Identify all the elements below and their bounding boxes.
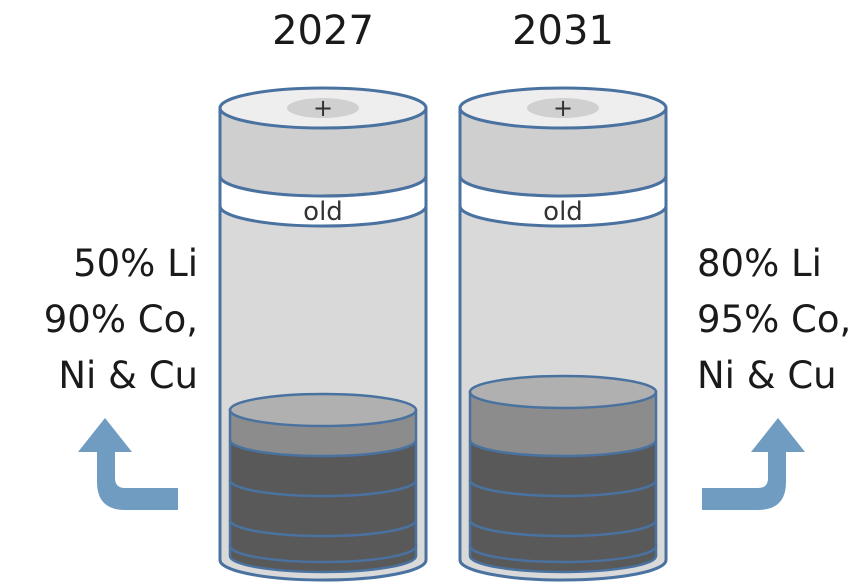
recovery-nickel-copper-2027: Ni & Cu xyxy=(58,354,198,397)
plus-terminal-label: + xyxy=(313,94,333,122)
recovery-rates-2031: 80% Li 95% Co, Ni & Cu xyxy=(697,236,851,404)
year-2031-label: 2031 xyxy=(512,8,614,54)
cell-top xyxy=(228,392,418,428)
plus-terminal-label: + xyxy=(553,94,573,122)
battery-2027: old + xyxy=(218,86,428,582)
left-recovery-arrow-icon xyxy=(78,418,178,510)
recovery-lithium-2027: 50% Li xyxy=(73,242,198,285)
old-band-label: old xyxy=(303,197,343,227)
cell-top xyxy=(468,374,658,410)
cell-stack xyxy=(228,392,418,574)
recovery-nickel-copper-2031: Ni & Cu xyxy=(697,354,837,397)
recovery-cobalt-2027: 90% Co, xyxy=(43,298,198,341)
battery-2031: old + xyxy=(458,86,668,582)
terminal-icon xyxy=(287,98,359,118)
recovery-rates-2027: 50% Li 90% Co, Ni & Cu xyxy=(44,236,198,404)
cell-layer-top xyxy=(468,390,658,458)
old-band-label: old xyxy=(543,197,583,227)
recovery-lithium-2031: 80% Li xyxy=(697,242,822,285)
right-recovery-arrow-icon xyxy=(702,418,805,510)
old-band xyxy=(458,175,668,228)
old-band xyxy=(218,175,428,228)
recovery-cobalt-2031: 95% Co, xyxy=(697,298,852,341)
cell-stack xyxy=(468,374,658,574)
year-2027-label: 2027 xyxy=(272,8,374,54)
terminal-icon xyxy=(527,98,599,118)
